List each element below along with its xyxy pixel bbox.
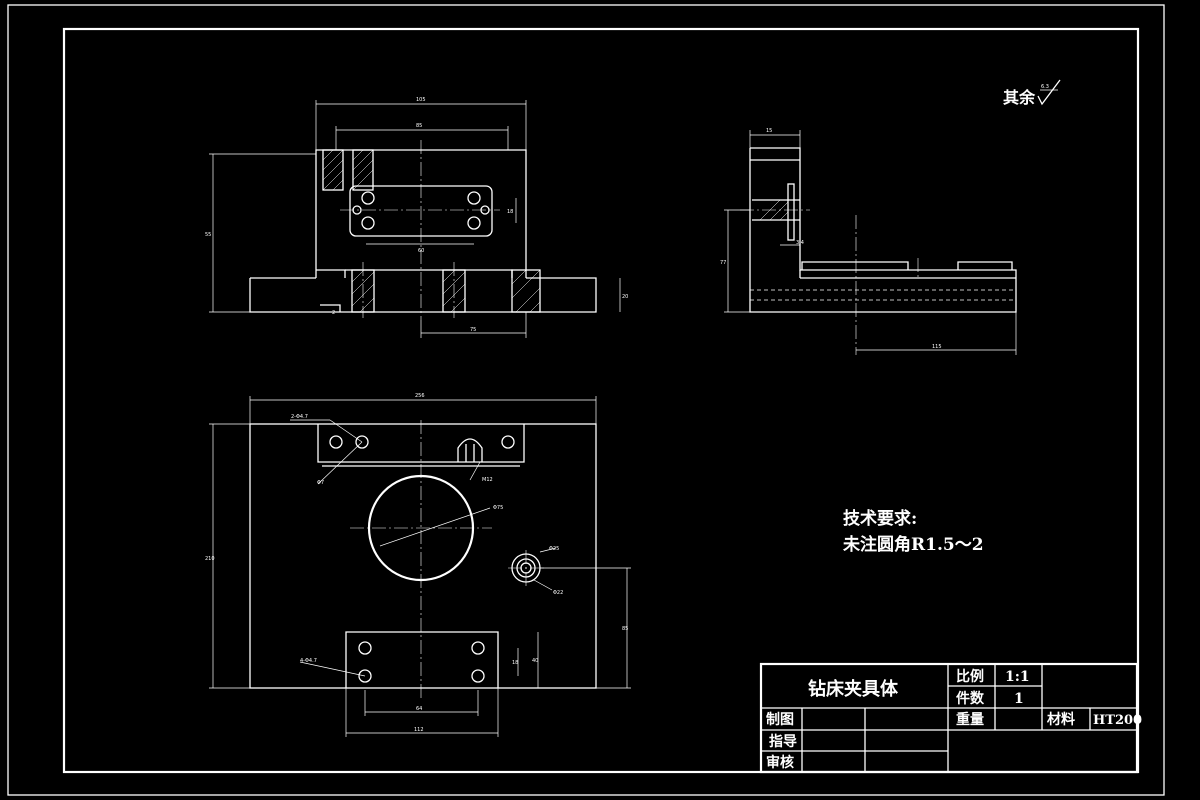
dim-front-hole-v: 18	[507, 209, 513, 215]
roughness-value: 6.3	[1041, 84, 1049, 90]
dim-front-hole-h: 60	[418, 248, 424, 254]
side-view: 15 77 3.4 115	[720, 128, 1017, 355]
dim-plan-112: 112	[414, 727, 424, 733]
dim-plan-64: 64	[416, 706, 422, 712]
qty-value: 1	[1014, 691, 1024, 707]
dim-front-small: 2	[332, 310, 335, 316]
guide-label: 指导	[769, 733, 797, 750]
material-value: HT200	[1093, 713, 1142, 728]
part-name: 钻床夹具体	[808, 678, 899, 700]
dim-plan-phi25: Φ25	[549, 546, 559, 552]
dim-plan-inner-v: 18	[512, 660, 518, 666]
dim-plan-phi75: Φ75	[493, 505, 503, 511]
tech-req-line1: 未注圆角R1.5～2	[842, 534, 984, 555]
dim-front-base-h: 20	[622, 294, 628, 300]
title-block: 钻床夹具体 比例 1:1 件数 1 重量 材料 HT200 制图 指导 审核	[759, 662, 1142, 774]
dim-side-bottom: 115	[932, 344, 942, 350]
dim-plan-right: 85	[622, 626, 628, 632]
dim-side-small: 3.4	[796, 240, 804, 246]
dim-plan-4holes: 4-Φ4.7	[300, 658, 317, 664]
plan-view: 256 210 2-Φ4.7 Φ7 M12 Φ75 Φ25 Φ22 85 4-Φ…	[205, 393, 631, 737]
scale-value: 1:1	[1005, 669, 1030, 685]
dim-plan-phi22: Φ22	[553, 590, 563, 596]
dim-front-top-inner: 85	[416, 123, 422, 129]
scale-label: 比例	[956, 668, 984, 685]
qty-label: 件数	[956, 690, 985, 707]
dim-plan-top: 256	[415, 393, 425, 399]
material-label: 材料	[1047, 711, 1075, 728]
dim-plan-m12: M12	[482, 477, 493, 483]
outer-border	[7, 4, 1165, 796]
drawn-label: 制图	[766, 711, 794, 728]
dim-front-bottom: 75	[470, 327, 476, 333]
tech-req-title: 技术要求:	[843, 508, 917, 529]
dim-side-top: 15	[766, 128, 772, 134]
dim-plan-left: 210	[205, 556, 215, 562]
dim-plan-phi7: Φ7	[317, 480, 324, 486]
weight-label: 重量	[956, 711, 984, 728]
dim-front-top-outer: 105	[416, 97, 426, 103]
dim-side-height: 77	[720, 260, 726, 266]
inner-frame	[62, 27, 1140, 774]
dim-front-height: 55	[205, 232, 211, 238]
roughness-symbol: 其余 6.3	[1003, 79, 1061, 107]
front-view: 105 85 55 18 60 20 2 75	[205, 97, 628, 338]
dim-plan-hole-label: 2-Φ4.7	[291, 414, 308, 420]
roughness-label: 其余	[1003, 88, 1036, 107]
technical-requirements: 技术要求: 未注圆角R1.5～2	[842, 508, 984, 555]
review-label: 审核	[766, 754, 794, 771]
dim-plan-inner-v2: 40	[532, 658, 538, 664]
